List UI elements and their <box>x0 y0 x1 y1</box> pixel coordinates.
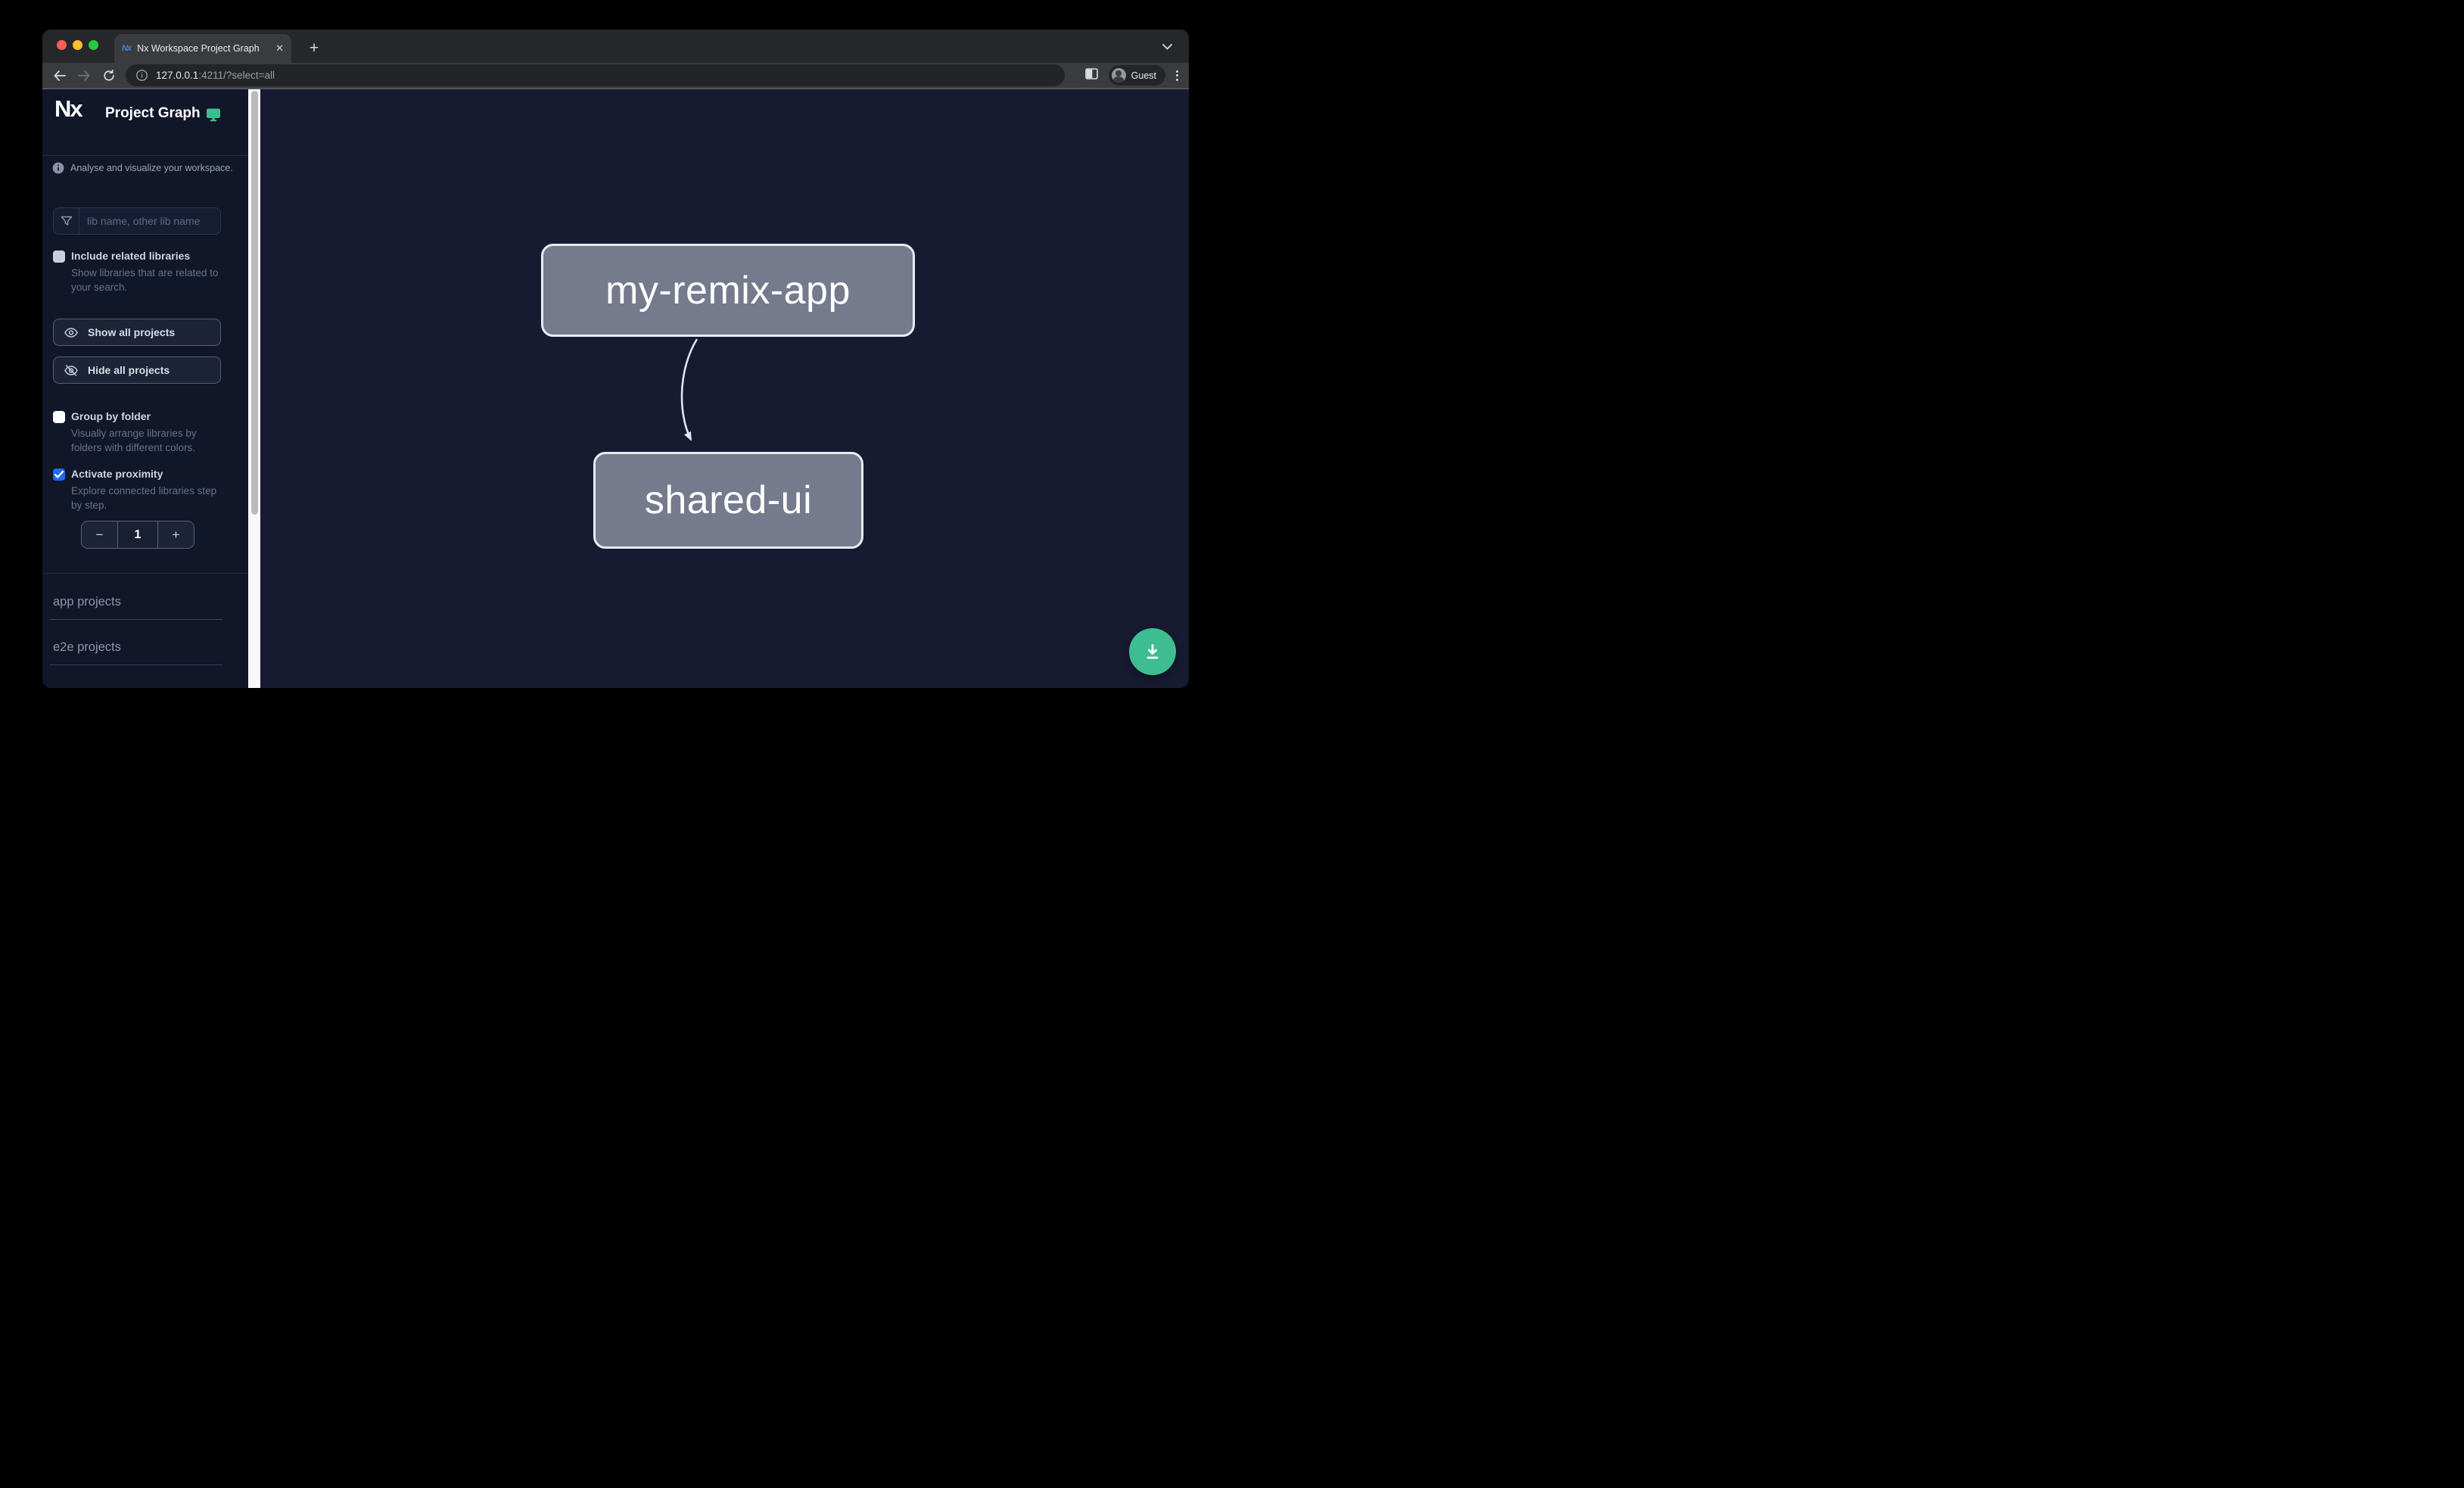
option-include-related: Include related libraries Show libraries… <box>53 250 238 294</box>
window-controls <box>57 40 98 50</box>
button-label: Hide all projects <box>88 364 170 376</box>
sidebar-header: Nx Project Graph <box>42 89 248 156</box>
eye-icon <box>64 327 78 338</box>
graph-node-my-remix-app[interactable]: my-remix-app <box>541 244 915 337</box>
minimize-window-button[interactable] <box>73 40 82 50</box>
option-description: Explore connected libraries step by step… <box>71 485 217 511</box>
back-button[interactable] <box>53 70 66 82</box>
filter-input[interactable] <box>79 215 220 227</box>
desktop-background: Nx Nx Workspace Project Graph ✕ + <box>0 0 1232 744</box>
browser-toolbar: 127.0.0.1:4211/?select=all Guest <box>42 63 1189 89</box>
sidebar-scrollbar[interactable] <box>248 89 260 688</box>
button-label: Show all projects <box>88 326 176 338</box>
proximity-depth-stepper: − 1 + <box>81 521 194 549</box>
option-label[interactable]: Include related libraries <box>71 250 191 262</box>
profile-button[interactable]: Guest <box>1108 65 1165 86</box>
side-panel-icon[interactable] <box>1084 67 1098 83</box>
close-window-button[interactable] <box>57 40 67 50</box>
decrement-button[interactable]: − <box>82 521 117 548</box>
node-label: shared-ui <box>644 478 813 522</box>
section-e2e-projects: e2e projects <box>50 640 222 665</box>
option-group-by-folder: Group by folder Visually arrange librari… <box>53 410 238 455</box>
url-host: 127.0.0.1 <box>156 70 199 81</box>
depth-value: 1 <box>117 521 158 548</box>
download-icon <box>1146 644 1159 659</box>
browser-window: Nx Nx Workspace Project Graph ✕ + <box>42 30 1189 688</box>
eye-off-icon <box>64 364 78 376</box>
forward-button[interactable] <box>78 70 91 82</box>
option-label[interactable]: Group by folder <box>71 410 151 422</box>
option-description: Visually arrange libraries by folders wi… <box>71 428 197 453</box>
browser-menu-button[interactable] <box>1176 70 1178 81</box>
url-path: :4211/?select=all <box>198 70 275 81</box>
tab-search-chevron-icon[interactable] <box>1162 40 1172 54</box>
nx-favicon-icon: Nx <box>122 44 132 53</box>
scrollbar-thumb[interactable] <box>250 91 258 515</box>
avatar-icon <box>1111 68 1126 82</box>
new-tab-button[interactable]: + <box>309 39 319 57</box>
tagline-row: Analyse and visualize your workspace. <box>52 162 233 174</box>
graph-canvas[interactable]: my-remix-app shared-ui <box>260 89 1189 688</box>
address-bar[interactable]: 127.0.0.1:4211/?select=all <box>126 64 1065 86</box>
graph-node-shared-ui[interactable]: shared-ui <box>593 452 863 549</box>
info-icon <box>52 162 64 174</box>
theme-monitor-icon[interactable] <box>206 107 221 126</box>
site-info-icon[interactable] <box>136 70 148 81</box>
download-image-button[interactable] <box>1129 628 1176 675</box>
page-title: Project Graph <box>105 105 201 121</box>
option-activate-proximity: Activate proximity Explore connected lib… <box>53 468 238 512</box>
tab-title: Nx Workspace Project Graph <box>137 43 260 54</box>
check-icon <box>54 471 64 478</box>
profile-label: Guest <box>1131 70 1156 81</box>
sidebar-divider <box>42 573 248 574</box>
show-all-projects-button[interactable]: Show all projects <box>53 319 221 346</box>
option-label[interactable]: Activate proximity <box>71 468 163 480</box>
reload-button[interactable] <box>103 69 115 82</box>
filter-field <box>53 207 221 235</box>
tab-close-icon[interactable]: ✕ <box>275 42 284 54</box>
include-related-checkbox[interactable] <box>53 251 65 263</box>
zoom-window-button[interactable] <box>89 40 98 50</box>
node-label: my-remix-app <box>605 268 851 313</box>
tagline-text: Analyse and visualize your workspace. <box>70 163 233 173</box>
dependency-edge <box>680 338 698 441</box>
funnel-icon <box>54 208 79 234</box>
activate-proximity-checkbox[interactable] <box>53 469 65 481</box>
option-description: Show libraries that are related to your … <box>71 267 219 293</box>
project-graph-sidebar: Nx Project Graph Analyse and visualize y… <box>42 89 248 688</box>
browser-tab[interactable]: Nx Nx Workspace Project Graph ✕ <box>114 34 291 63</box>
url-text: 127.0.0.1:4211/?select=all <box>156 70 275 81</box>
browser-tab-bar: Nx Nx Workspace Project Graph ✕ + <box>42 30 1189 63</box>
increment-button[interactable]: + <box>158 521 194 548</box>
section-app-projects: app projects <box>50 595 222 620</box>
hide-all-projects-button[interactable]: Hide all projects <box>53 356 221 384</box>
nx-logo: Nx <box>54 95 83 122</box>
group-by-folder-checkbox[interactable] <box>53 411 65 423</box>
